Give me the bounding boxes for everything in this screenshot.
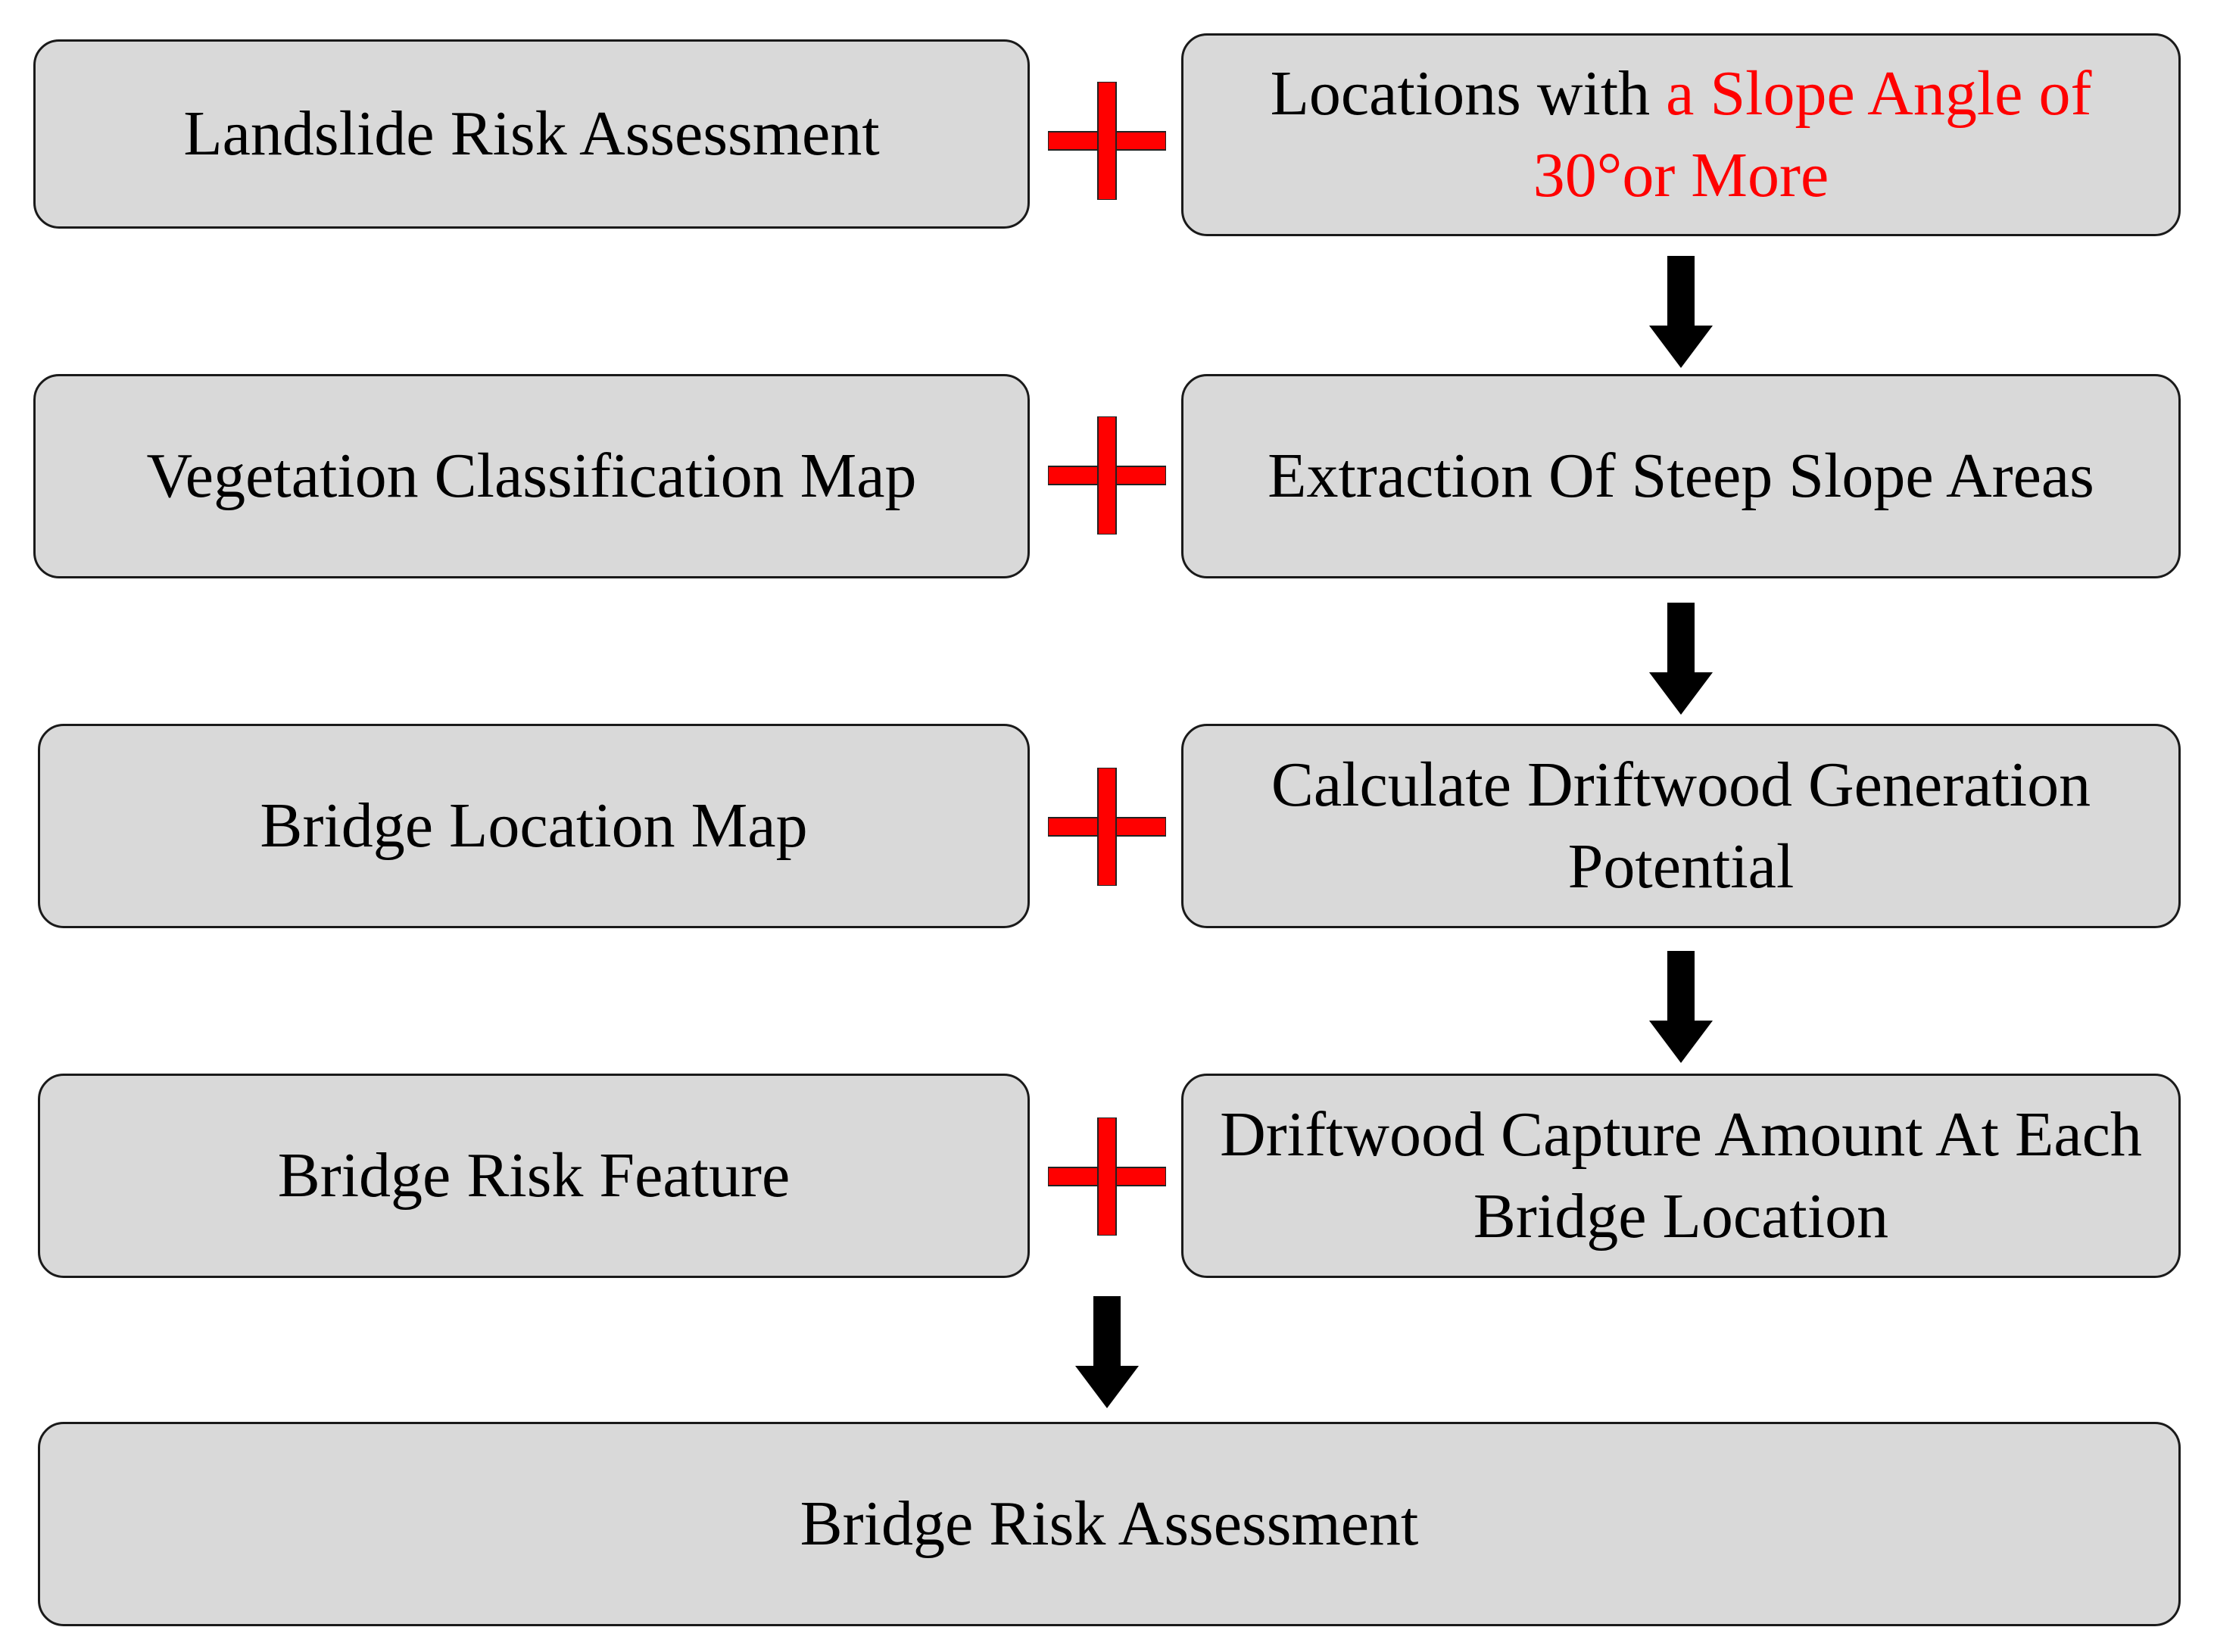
box-vegetation-classification-map: Vegetation Classification Map [33, 374, 1030, 578]
label-prefix: Locations with [1270, 58, 1667, 129]
box-bridge-risk-feature: Bridge Risk Feature [38, 1074, 1030, 1278]
plus-icon [1048, 82, 1166, 200]
arrow-down-icon [1075, 1296, 1139, 1408]
plus-icon [1048, 1117, 1166, 1236]
box-label: Bridge Risk Feature [277, 1140, 790, 1211]
arrow-down-icon [1649, 256, 1713, 368]
box-label: Bridge Risk Assessment [800, 1488, 1419, 1559]
box-slope-angle-locations: Locations with a Slope Angle of 30°or Mo… [1181, 33, 2181, 236]
arrow-down-icon [1649, 603, 1713, 715]
box-label: Vegetation Classification Map [146, 441, 917, 511]
box-label: Locations with a Slope Angle of 30°or Mo… [1214, 53, 2148, 217]
plus-icon [1048, 768, 1166, 886]
plus-icon [1048, 416, 1166, 535]
label-highlight: a Slope Angle of 30°or More [1533, 58, 2092, 210]
box-label: Bridge Location Map [260, 790, 808, 861]
box-bridge-location-map: Bridge Location Map [38, 724, 1030, 928]
box-landslide-risk-assessment: Landslide Risk Assessment [33, 39, 1030, 229]
box-label: Extraction Of Steep Slope Areas [1268, 441, 2094, 511]
arrow-down-icon [1649, 951, 1713, 1063]
box-label: Landslide Risk Assessment [183, 98, 880, 169]
box-extraction-steep-slope-areas: Extraction Of Steep Slope Areas [1181, 374, 2181, 578]
box-bridge-risk-assessment: Bridge Risk Assessment [38, 1422, 2181, 1626]
box-label: Calculate Driftwood Generation Potential [1271, 750, 2091, 902]
box-driftwood-generation-potential: Calculate Driftwood Generation Potential [1181, 724, 2181, 928]
box-label: Driftwood Capture Amount At Each Bridge … [1220, 1099, 2142, 1251]
box-driftwood-capture-amount: Driftwood Capture Amount At Each Bridge … [1181, 1074, 2181, 1278]
